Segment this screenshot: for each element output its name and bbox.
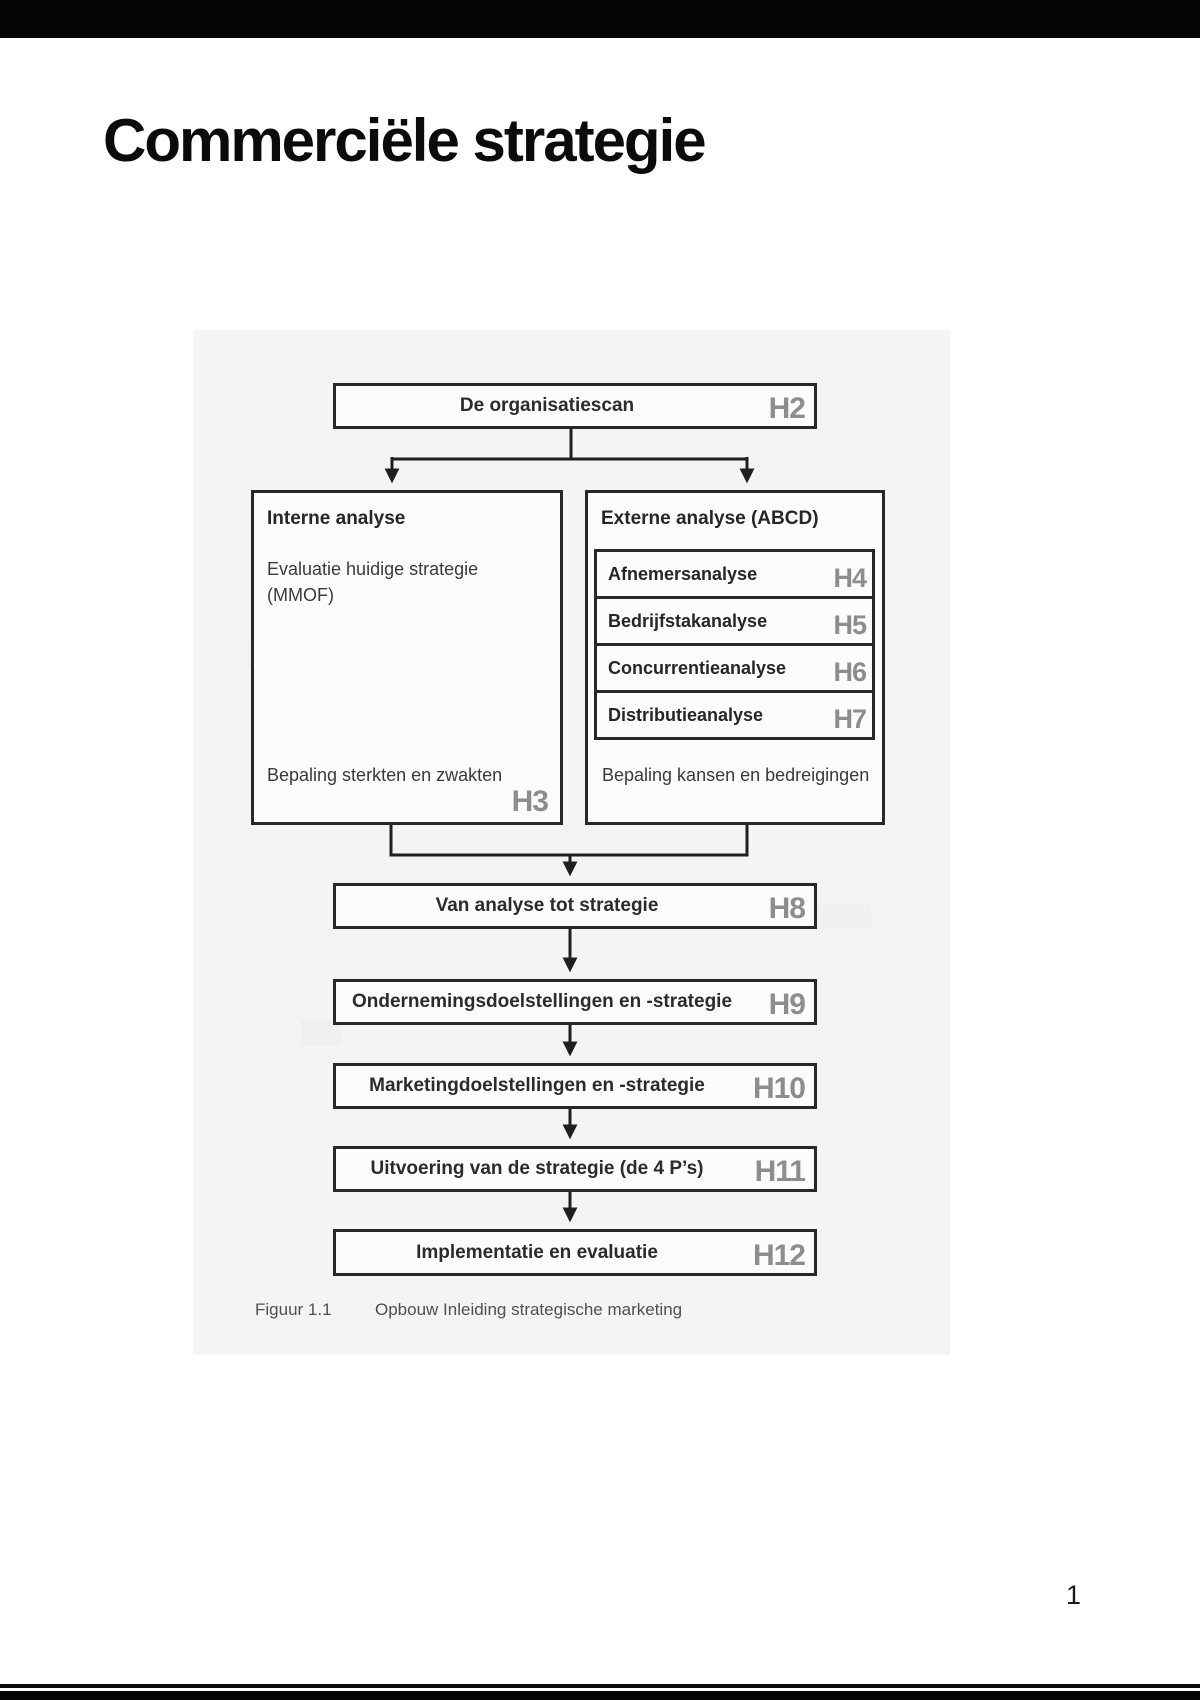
flow-box-label: Ondernemingsdoelstellingen en -strategie — [351, 991, 733, 1012]
page-title: Commerciële strategie — [103, 107, 707, 174]
flow-box-distributieanalyse: Distributieanalyse H7 — [594, 690, 875, 740]
bottom-rule — [0, 1684, 1200, 1688]
flow-box-afnemersanalyse: Afnemersanalyse H4 — [594, 549, 875, 599]
figure-panel: De organisatiescan H2 Interne analyse Ev… — [193, 330, 950, 1355]
flow-box-implementatie-evaluatie: Implementatie en evaluatie H12 — [333, 1229, 817, 1276]
interne-analyse-bottom: Bepaling sterkten en zwakten — [267, 765, 503, 785]
chapter-label-h2: H2 — [768, 392, 806, 425]
figure-caption-text: Opbouw Inleiding strategische marketing — [375, 1300, 683, 1319]
flow-box-ondernemingsdoelstellingen: Ondernemingsdoelstellingen en -strategie… — [333, 979, 817, 1025]
interne-analyse-line2: (MMOF) — [267, 585, 334, 605]
top-black-bar — [0, 0, 1200, 38]
figure-caption-number: Figuur 1.1 — [255, 1300, 332, 1319]
flow-box-label: Uitvoering van de strategie (de 4 P’s) — [370, 1158, 704, 1179]
sub-box-label: Bedrijfstakanalyse — [608, 610, 768, 631]
sub-box-label: Distributieanalyse — [608, 704, 764, 725]
flow-box-externe-analyse: Externe analyse (ABCD) Afnemersanalyse H… — [585, 490, 885, 825]
sub-box-label: Concurrentieanalyse — [608, 657, 787, 678]
chapter-label-h7: H7 — [833, 704, 867, 734]
interne-analyse-line1: Evaluatie huidige strategie — [267, 559, 479, 579]
sub-box-label: Afnemersanalyse — [608, 563, 758, 584]
flow-box-label: De organisatiescan — [459, 395, 635, 416]
flow-connectors — [384, 429, 755, 1223]
chapter-label-h10: H10 — [752, 1072, 806, 1105]
flow-box-interne-analyse: Interne analyse Evaluatie huidige strate… — [251, 490, 563, 825]
page-number: 1 — [1066, 1580, 1082, 1610]
flow-box-concurrentieanalyse: Concurrentieanalyse H6 — [594, 643, 875, 693]
externe-analyse-sub-boxes: Afnemersanalyse H4 Bedrijfstakanalyse H5… — [594, 549, 875, 740]
chapter-label-h12: H12 — [752, 1239, 806, 1272]
flow-box-van-analyse-tot-strategie: Van analyse tot strategie H8 — [333, 883, 817, 929]
flow-box-label: Implementatie en evaluatie — [416, 1241, 658, 1263]
interne-analyse-title: Interne analyse — [267, 508, 406, 529]
chapter-label-h8: H8 — [768, 892, 806, 925]
flow-box-uitvoering-strategie: Uitvoering van de strategie (de 4 P’s) H… — [333, 1146, 817, 1192]
flow-box-label: Marketingdoelstellingen en -strategie — [369, 1075, 705, 1096]
flow-box-label: Van analyse tot strategie — [435, 895, 659, 916]
chapter-label-h5: H5 — [833, 610, 867, 640]
chapter-label-h4: H4 — [833, 563, 867, 593]
flow-box-bedrijfstakanalyse: Bedrijfstakanalyse H5 — [594, 596, 875, 646]
flow-box-marketingdoelstellingen: Marketingdoelstellingen en -strategie H1… — [333, 1063, 817, 1109]
chapter-label-h6: H6 — [833, 657, 867, 687]
externe-analyse-title: Externe analyse (ABCD) — [601, 508, 819, 529]
chapter-label-h9: H9 — [768, 988, 806, 1021]
flow-box-organisatiescan: De organisatiescan H2 — [333, 383, 817, 429]
chapter-label-h11: H11 — [754, 1155, 806, 1188]
externe-analyse-bottom: Bepaling kansen en bedreigingen — [602, 765, 870, 785]
bottom-black-bar — [0, 1691, 1200, 1700]
scan-artifact — [813, 905, 871, 929]
chapter-label-h3: H3 — [511, 785, 549, 818]
